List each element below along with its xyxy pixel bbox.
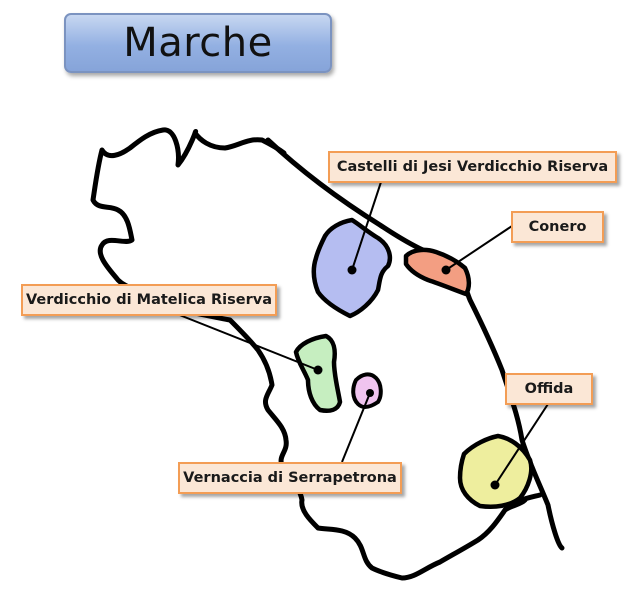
region-conero [403, 247, 472, 297]
leader-matelica [171, 311, 319, 371]
label-serrapetrona: Vernaccia di Serrapetrona [178, 462, 402, 494]
marker-offida [490, 480, 500, 490]
leader-serrapetrona [341, 392, 371, 463]
label-castelli-text: Castelli di Jesi Verdicchio Riserva [336, 159, 609, 175]
map-title: Marche [123, 20, 273, 66]
label-matelica: Verdicchio di Matelica Riserva [21, 284, 277, 316]
label-castelli: Castelli di Jesi Verdicchio Riserva [328, 151, 617, 183]
leader-castelli [351, 181, 382, 271]
south-border [502, 492, 543, 513]
leader-conero [445, 225, 513, 271]
label-offida-text: Offida [524, 381, 574, 397]
marker-conero [441, 265, 451, 275]
title-banner: Marche [64, 13, 332, 73]
leader-offida [494, 403, 549, 486]
coastline [265, 137, 565, 551]
label-offida: Offida [505, 373, 593, 405]
marker-castelli [347, 265, 357, 275]
label-serrapetrona-text: Vernaccia di Serrapetrona [183, 470, 397, 486]
marker-serrapetrona [366, 389, 374, 397]
label-conero: Conero [511, 211, 604, 243]
label-matelica-text: Verdicchio di Matelica Riserva [26, 292, 272, 308]
marker-matelica [313, 365, 323, 375]
label-conero-text: Conero [528, 219, 587, 235]
region-offida [457, 433, 534, 509]
region-boundary [90, 127, 528, 581]
